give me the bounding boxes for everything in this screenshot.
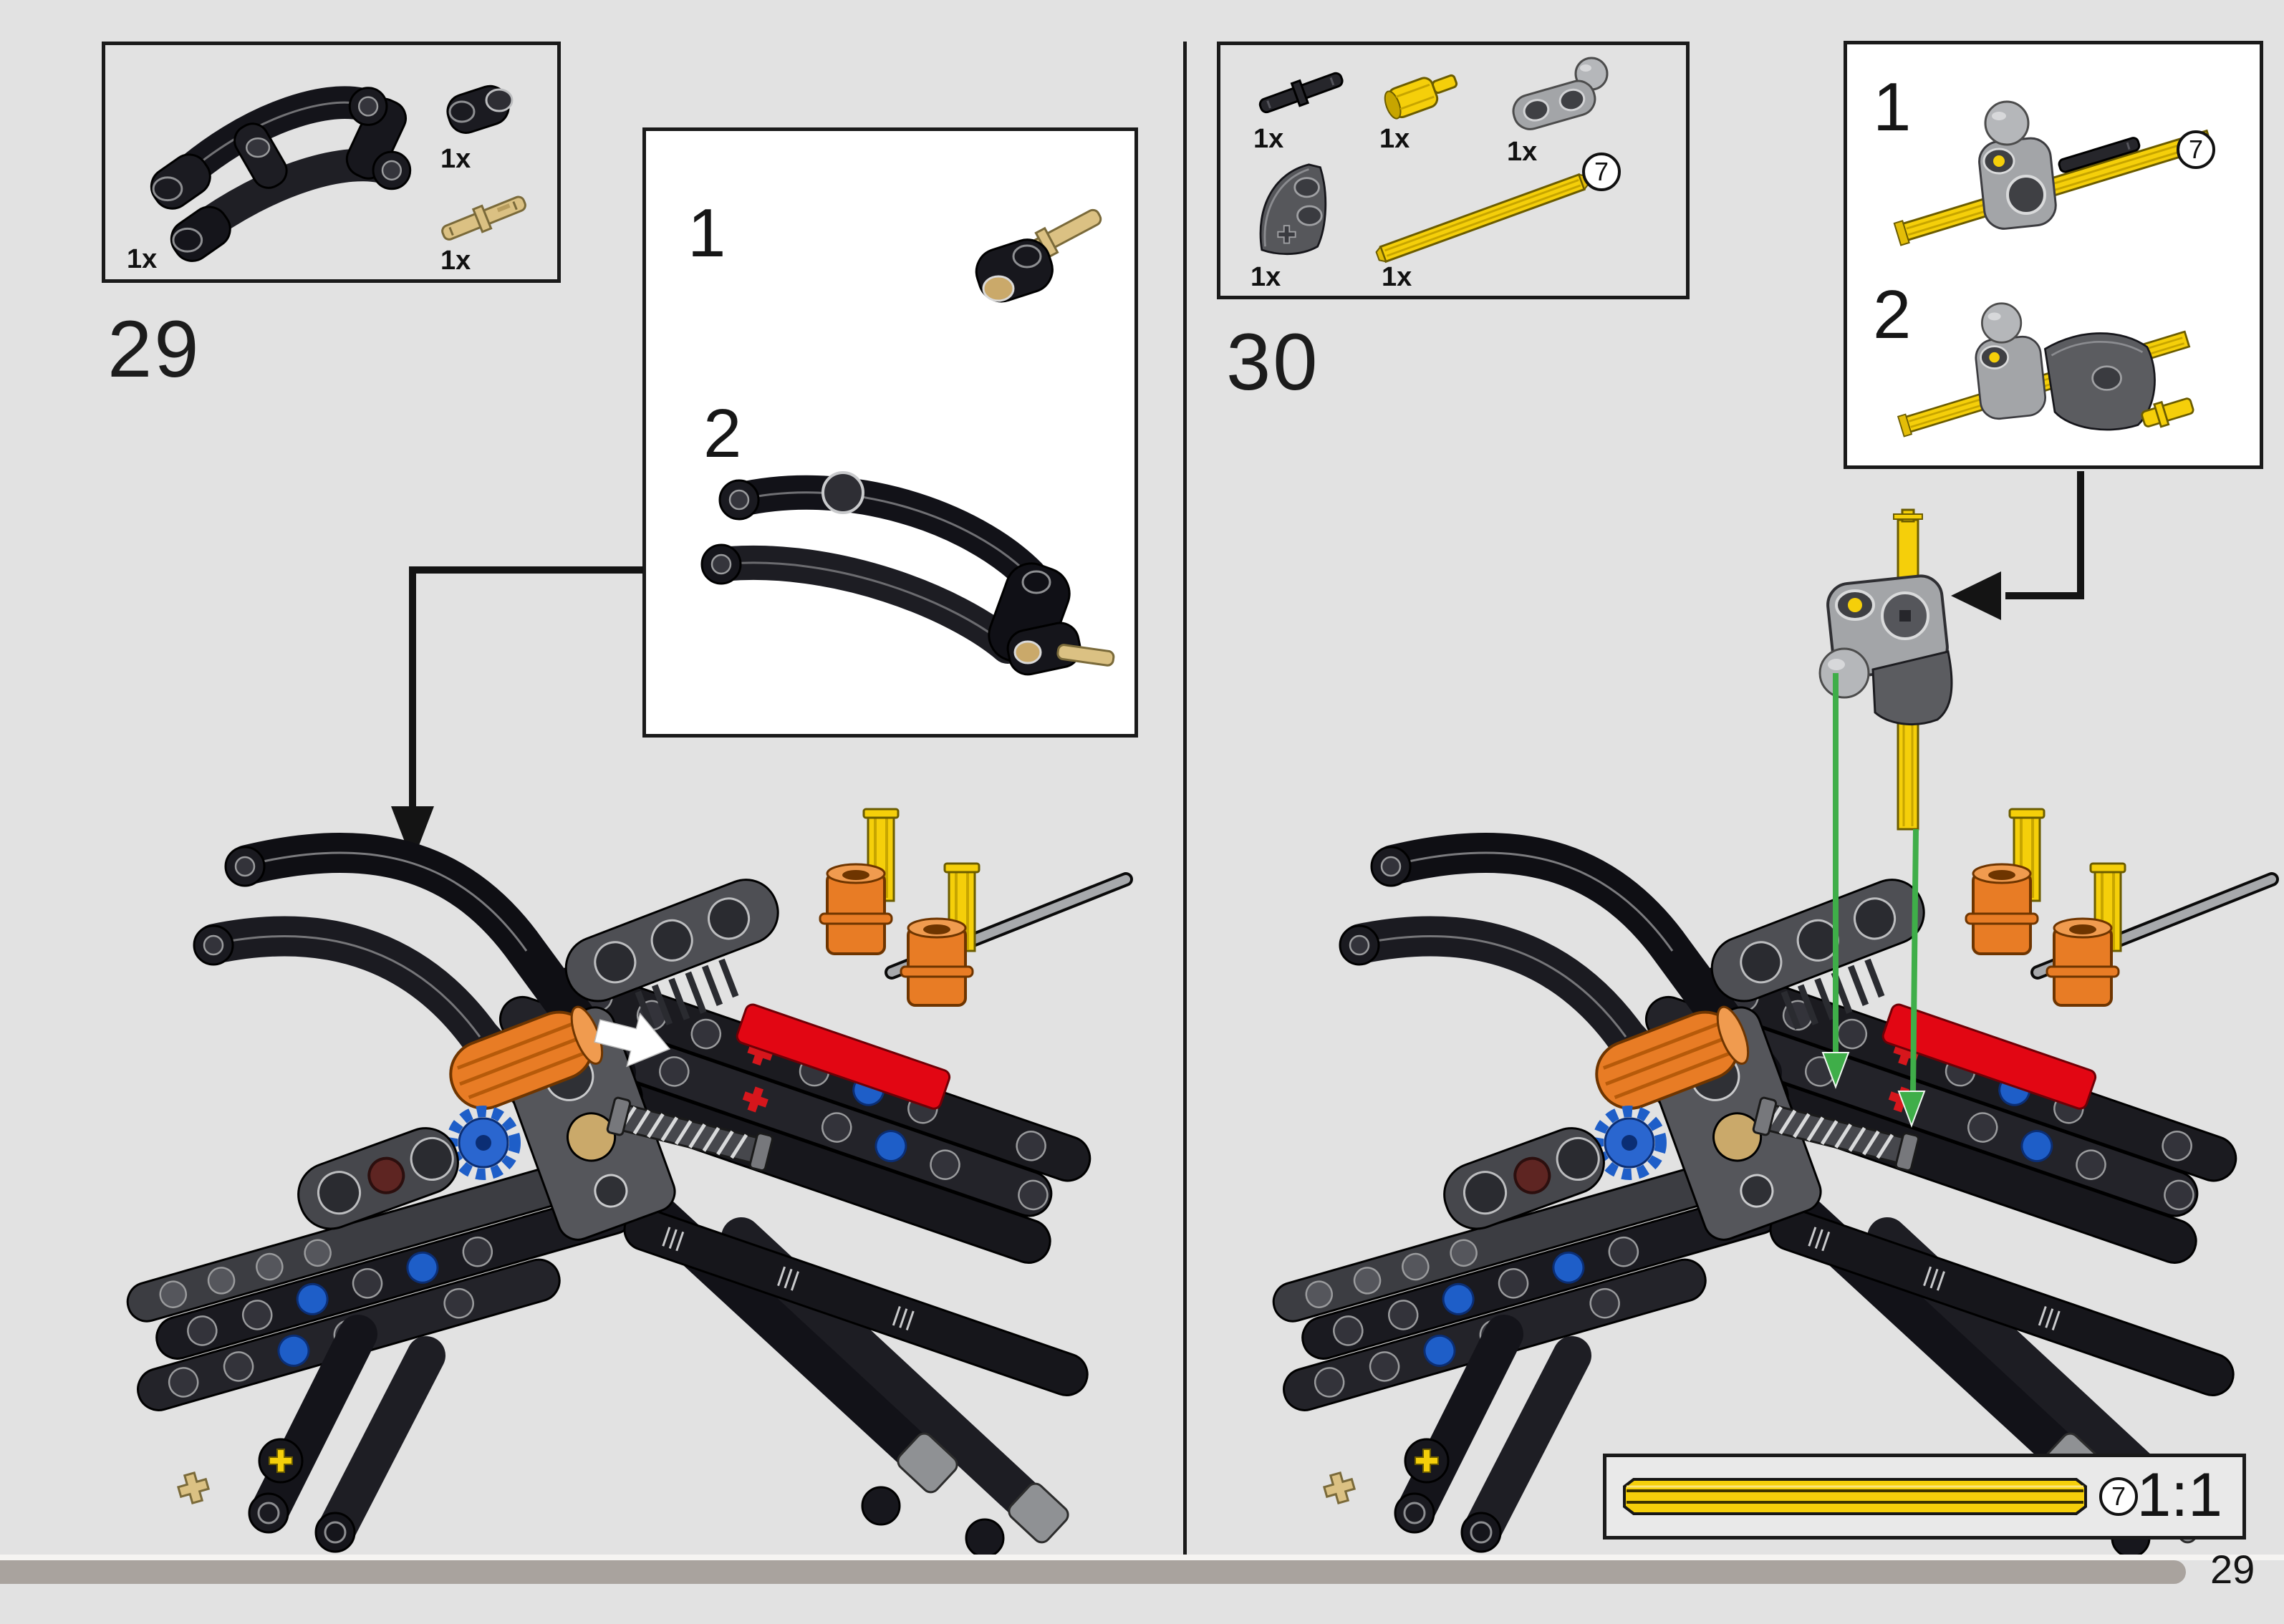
tan-pin-part-image <box>441 195 526 241</box>
pin-connector-part-image <box>446 84 514 134</box>
down-arrow-icon <box>391 566 643 862</box>
substep-2-label: 2 <box>703 395 742 472</box>
length-badge-7: 7 <box>1582 153 1621 191</box>
substep-2-assembly-image <box>700 471 1115 676</box>
step-number-30: 30 <box>1226 317 1320 407</box>
model-step-30-illustration <box>1268 808 2284 1567</box>
part-qty: 1x <box>127 244 158 274</box>
substep-2-label: 2 <box>1873 276 1912 353</box>
length-badge-7: 7 <box>2177 130 2215 169</box>
part-qty: 1x <box>440 144 471 174</box>
subassembly-box-step-29: 1 2 <box>642 127 1138 738</box>
floating-subassembly-illustration <box>1818 508 1953 831</box>
white-direction-arrow-icon <box>594 1012 671 1068</box>
model-step-29-illustration <box>122 808 1139 1567</box>
part-qty: 1x <box>1251 262 1281 292</box>
subassembly-box-step-30: 1 7 2 <box>1844 41 2263 469</box>
substep-2-assembly-image <box>1897 302 2194 438</box>
scale-1to1-box: 7 1:1 <box>1603 1454 2246 1540</box>
substep-1-label: 1 <box>688 195 726 271</box>
parts-box-step-30: 1x 1x 1x 1x <box>1217 42 1690 299</box>
part-qty: 1x <box>1379 124 1410 154</box>
black-pin-part-image <box>1258 72 1344 114</box>
page-divider <box>1183 42 1187 1555</box>
progress-highlight-line <box>0 1555 2284 1560</box>
wedge-panel-part-image <box>1259 163 1327 256</box>
page-number: 29 <box>2210 1547 2255 1592</box>
part-qty: 1x <box>1382 262 1412 292</box>
left-arrow-icon <box>1951 471 2084 620</box>
substep-1-part-image <box>975 208 1102 303</box>
progress-bar <box>0 1560 2186 1584</box>
substep-1-label: 1 <box>1873 69 1912 145</box>
axle-7-actual-size-image <box>1623 1478 2087 1515</box>
wishbone-part-image <box>150 86 412 262</box>
length-badge-7: 7 <box>2099 1477 2138 1516</box>
green-guide-arrows-icon <box>1821 673 1926 1128</box>
yellow-connector-part-image <box>1384 74 1458 120</box>
part-qty: 1x <box>1507 137 1538 167</box>
part-qty: 1x <box>1253 124 1284 154</box>
substep-1-assembly-image <box>1893 100 2213 246</box>
parts-box-step-29: 1x 1x 1x <box>102 42 561 283</box>
part-qty: 1x <box>440 246 471 276</box>
axle-7-part-image <box>1375 173 1590 264</box>
step-number-29: 29 <box>107 304 201 394</box>
ball-joint-arm-part-image <box>1512 57 1609 130</box>
scale-ratio-label: 1:1 <box>2136 1461 2222 1529</box>
